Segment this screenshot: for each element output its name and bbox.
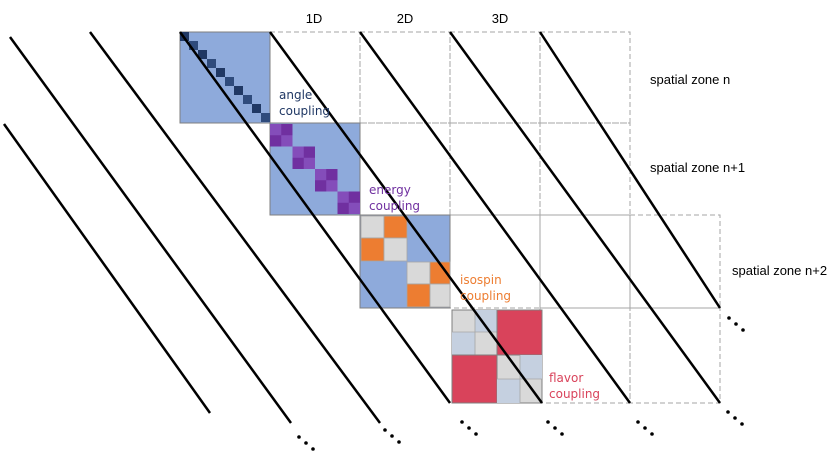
energy-diag-subcell [281,135,293,147]
energy-diag-subcell [337,191,349,203]
ellipsis-dot [304,441,308,445]
ellipsis-dot [474,432,478,436]
column-label-1d: 1D [306,11,323,26]
zone-label-n1: spatial zone n+1 [650,160,745,175]
energy-diag-subcell [270,124,282,136]
energy-diag-subcell [326,180,338,192]
grid-cell [449,31,541,124]
zone-label-n2: spatial zone n+2 [732,263,827,278]
diagonal-line [2,123,212,414]
diagonal-line [268,31,544,404]
isospin-coupling-label-line2: coupling [460,289,511,303]
ellipsis-dot [467,426,471,430]
ellipsis-dot [460,420,464,424]
diagonal-line [178,31,452,404]
angle-diag-cell [225,77,234,86]
ellipsis-dot [297,435,301,439]
isospin-coupling-block [359,214,451,309]
ellipsis-dot [650,432,654,436]
column-label-3d: 3D [492,11,509,26]
angle-diag-cell [189,41,198,50]
ellipsis-dot [741,328,745,332]
angle-diag-cell [243,95,252,104]
energy-coupling-block [269,122,361,216]
diagonal-lines [2,31,722,424]
ellipsis-dot [553,426,557,430]
angle-coupling-label-line2: coupling [279,104,330,118]
grid-cell [629,307,721,404]
ellipsis-dot [311,447,315,451]
flavor-coupling-label-line1: flavor [549,371,583,385]
energy-coupling-label-line1: energy [369,183,411,197]
energy-diag-subcell [348,202,360,214]
angle-coupling-block [179,31,271,124]
ellipsis-dot [727,316,731,320]
isospin-subblock-bottom [406,261,451,308]
ellipsis-dot [636,420,640,424]
grid-cell [449,214,541,309]
grid-cell [359,31,451,124]
ellipsis-dot [546,420,550,424]
ellipsis-dot [643,426,647,430]
ellipsis-dot [560,432,564,436]
ellipsis-dot [383,428,387,432]
flavor-coupling-block [451,309,543,404]
flavor-coupling-label-line2: coupling [549,387,600,401]
energy-diag-subcell [303,157,315,169]
ellipsis-dot [733,416,737,420]
energy-diagonal [270,124,360,214]
grid-cell [539,122,631,216]
angle-coupling-label-line1: angle [279,88,312,102]
angle-diag-cell [261,113,270,122]
isospin-coupling-label-line1: isospin [460,273,502,287]
ellipsis-dot [397,440,401,444]
ellipsis-dot [390,434,394,438]
zone-label-n: spatial zone n [650,72,730,87]
ellipsis-dots [297,316,745,451]
energy-diag-subcell [292,146,304,158]
energy-diag-subcell [315,169,327,181]
isospin-subblock-top [360,215,408,262]
ellipsis-dot [734,322,738,326]
angle-diag-cell [207,59,216,68]
diagonal-line [88,31,382,424]
column-label-2d: 2D [397,11,414,26]
angle-diag-cell [216,68,225,77]
grid-cell [539,31,631,124]
ellipsis-dot [726,410,730,414]
diagonal-line [538,31,722,309]
angle-diag-cell [198,50,207,59]
diagonal-line [448,31,722,404]
energy-coupling-label-line2: coupling [369,199,420,213]
grid-cell [629,214,721,309]
diagonal-line [8,36,293,424]
angle-diag-cell [252,104,261,113]
ellipsis-dot [740,422,744,426]
angle-diag-cell [234,86,243,95]
diagonal-line [358,31,632,404]
